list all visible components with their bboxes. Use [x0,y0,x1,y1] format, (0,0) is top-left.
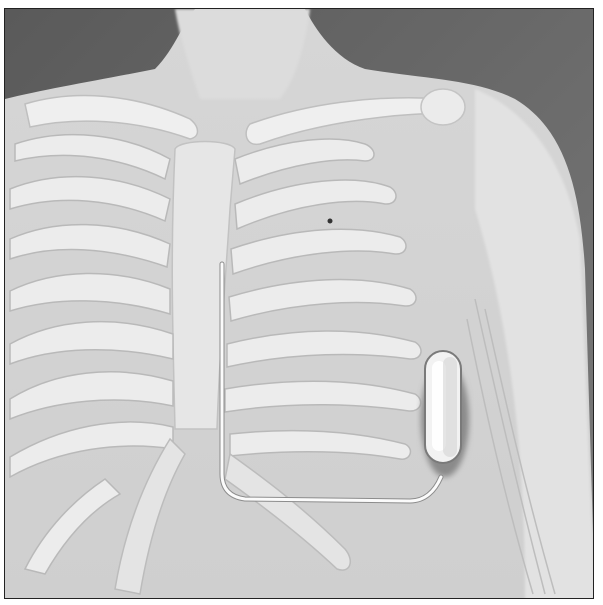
spot-marker [328,219,333,224]
chest-model-illustration [5,9,594,599]
shoulder-joint [421,89,465,125]
implanted-device [425,351,461,463]
chest-photograph [4,8,594,599]
